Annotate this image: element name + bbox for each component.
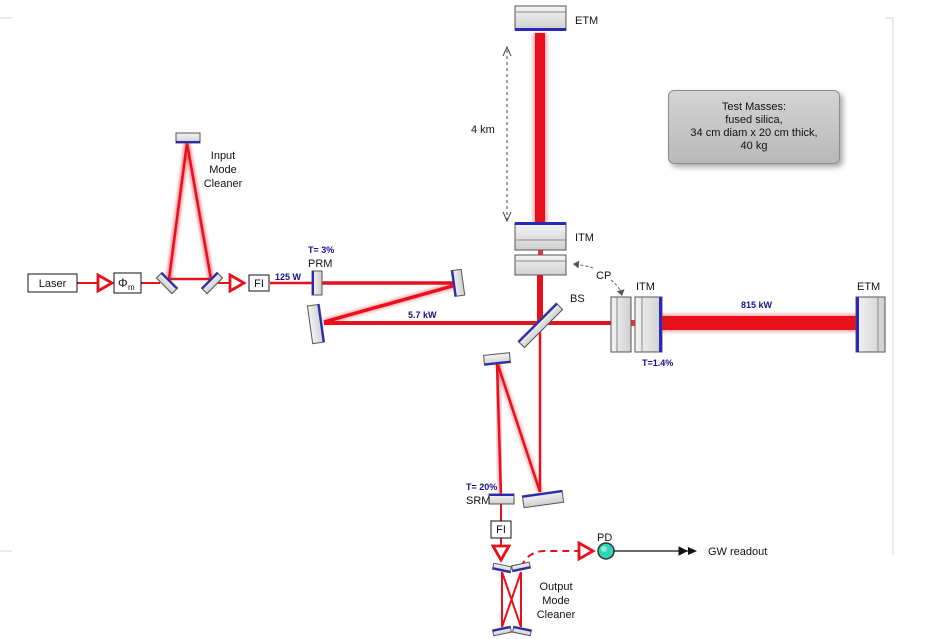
laser-box: Laser [27,273,78,293]
note-line: 40 kg [740,140,768,152]
test-masses-note: Test Masses: fused silica, 34 cm diam x … [668,90,840,164]
etm-top [514,5,567,31]
cp-pointer-top [572,260,594,269]
beam-splitter [517,302,564,349]
omc-mirrors [491,561,533,637]
arm-length-label: 4 km [471,124,495,136]
imc-left-mirror [155,271,179,295]
itm-right-label: ITM [636,281,655,293]
recycled-power-value: 5.7 kW [408,310,437,320]
modulator-box: Φ m [113,272,142,294]
cp-right [610,296,632,353]
srm-transmission-value: T= 20% [466,482,497,492]
imc-label-line1: Input [211,150,235,162]
gw-readout-arrow-head2 [688,547,697,555]
beam-omc-pd [520,551,593,568]
itm-top [514,222,567,251]
arm-length-arrow [502,45,512,223]
fi-input-box: FI [248,274,270,292]
cp-top [514,254,567,276]
etm-right [855,296,886,353]
fi-output-label: FI [496,524,506,536]
note-line: 34 cm diam x 20 cm thick, [690,127,818,139]
etm-right-label: ETM [857,281,880,293]
srm-label: SRM [466,495,490,507]
laser-label: Laser [39,278,67,290]
itm-right [634,296,663,353]
prm-label: PRM [308,258,332,270]
gw-readout-label: GW readout [708,546,767,558]
modulator-subscript: m [128,283,135,292]
omc-label-line3: Cleaner [537,609,576,621]
srm-mirror [488,493,515,505]
imc-right-mirror [200,271,224,295]
itm-top-label: ITM [575,232,594,244]
fi-output-box: FI [490,520,512,539]
omc-label-line2: Mode [542,595,570,607]
itm-transmission-value: T=1.4% [642,358,673,368]
prm-transmission-value: T= 3% [308,245,334,255]
photodiode [597,542,615,560]
arm-power-value: 815 kW [741,300,773,310]
cp-label: CP [596,270,611,282]
imc-label-line2: Mode [209,164,237,176]
imc-label-line3: Cleaner [204,178,243,190]
input-power-value: 125 W [275,272,302,282]
fi-input-label: FI [254,278,264,290]
beam-paths [77,33,858,628]
sr2-mirror [482,352,512,366]
frame-lines [0,17,894,555]
pd-label: PD [597,532,612,544]
omc-label-line1: Output [539,581,572,593]
prc-beam [320,280,612,327]
src-beam [494,328,543,497]
imc-beam [166,142,214,281]
pr2-mirror [450,268,466,297]
prm-mirror [311,270,323,296]
cp-pointer-right [610,279,625,297]
imc-top-mirror [175,132,201,144]
y-arm-beam [533,33,547,326]
etm-top-label: ETM [575,15,598,27]
note-line: fused silica, [725,114,783,126]
note-line: Test Masses: [721,101,787,113]
sr3-mirror [521,489,565,509]
pr3-mirror [306,303,326,345]
bs-label: BS [570,293,585,305]
x-arm-beam [612,314,858,332]
omc-beam [501,571,522,628]
modulator-label: Φ [118,276,128,290]
